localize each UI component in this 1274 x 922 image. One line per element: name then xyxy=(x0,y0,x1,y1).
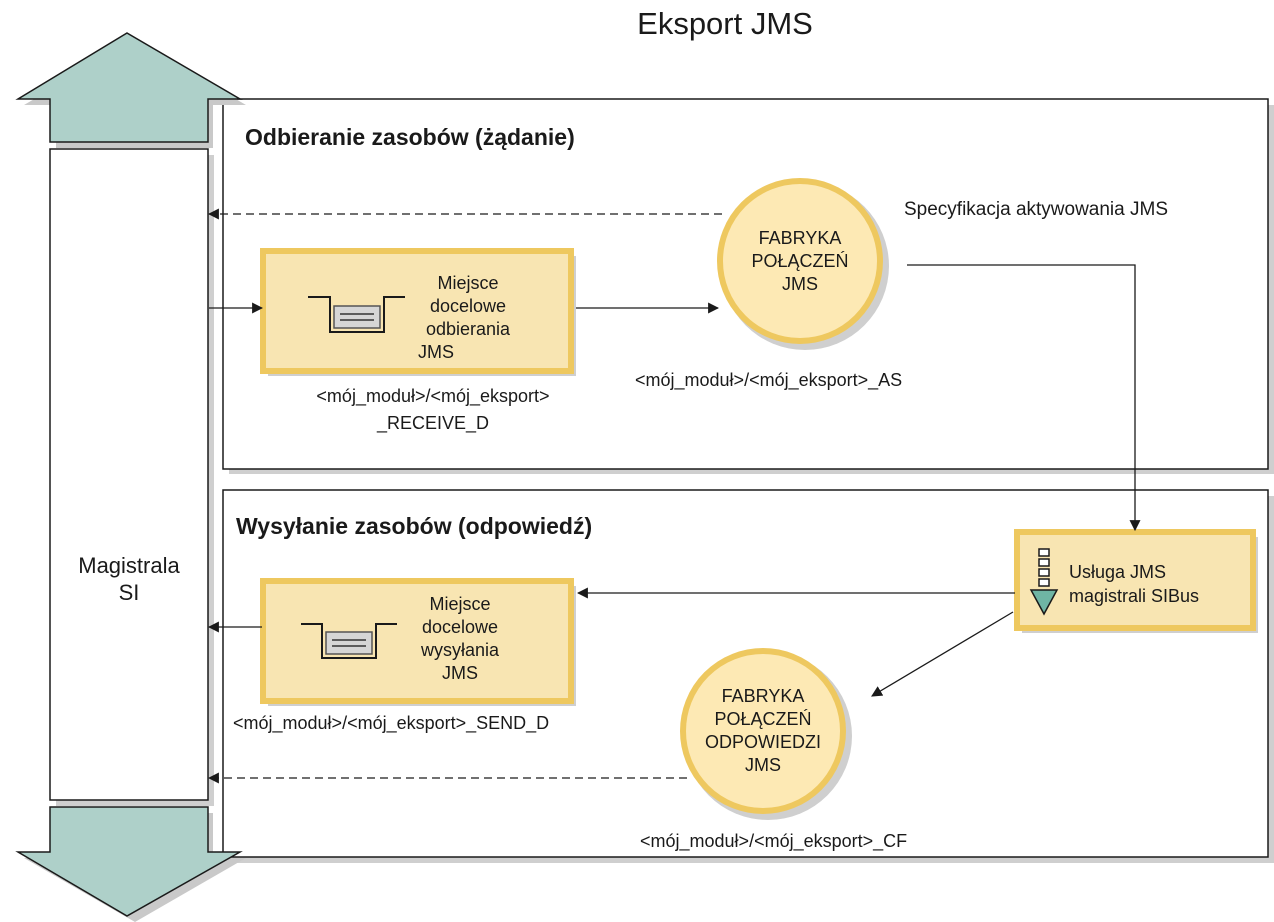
diagram-title: Eksport JMS xyxy=(637,6,813,41)
send-destination-line: docelowe xyxy=(421,617,499,637)
receive-destination-box xyxy=(260,248,574,374)
response-factory-label: FABRYKA POŁĄCZEŃ ODPOWIEDZI JMS xyxy=(686,656,840,806)
request-factory-label: FABRYKA POŁĄCZEŃ JMS xyxy=(723,186,877,336)
send-destination-label: Miejsce docelowe wysyłania JMS xyxy=(390,593,530,685)
response-factory-line: JMS xyxy=(745,755,781,775)
queue-icon xyxy=(301,623,397,659)
connector-sibus-to-response-factory xyxy=(871,611,1014,697)
request-factory-name: <mój_moduł>/<mój_eksport>_AS xyxy=(635,370,903,390)
request-factory-line: FABRYKA xyxy=(758,227,842,248)
response-factory-circle xyxy=(680,648,846,814)
response-factory-line: POŁĄCZEŃ xyxy=(714,709,812,729)
response-factory-line: ODPOWIEDZI xyxy=(705,732,821,752)
sibus-service-box xyxy=(1014,529,1256,631)
bus-label-line2: SI xyxy=(118,580,140,605)
response-factory-name: <mój_moduł>/<mój_eksport>_CF xyxy=(640,831,908,851)
bus-label: Magistrala SI xyxy=(50,552,208,606)
request-panel-title: Odbieranie zasobów (żądanie) xyxy=(245,124,575,150)
receive-destination-name: <mój_moduł>/<mój_eksport> _RECEIVE_D xyxy=(258,385,608,434)
request-factory-circle xyxy=(717,178,883,344)
bus-label-line1: Magistrala xyxy=(78,553,180,578)
receive-destination-name-line2: _RECEIVE_D xyxy=(376,413,490,433)
send-destination-line: JMS xyxy=(442,663,478,683)
receive-destination-label: Miejsce docelowe odbierania JMS xyxy=(398,272,538,364)
sibus-queue-arrow-icon xyxy=(1029,548,1059,616)
request-factory-line: JMS xyxy=(782,273,818,294)
sibus-service-line2: magistrali SIBus xyxy=(1069,586,1200,606)
send-destination-box xyxy=(260,578,574,704)
bus-down-arrow xyxy=(15,806,243,917)
receive-destination-name-line1: <mój_moduł>/<mój_eksport> xyxy=(316,386,550,406)
bus-up-arrow xyxy=(15,32,243,143)
bus-bar xyxy=(49,148,209,801)
receive-destination-line: Miejsce xyxy=(437,273,499,293)
receive-destination-line: docelowe xyxy=(429,296,507,316)
sibus-service-label: Usługa JMS magistrali SIBus xyxy=(1069,560,1199,608)
connector-factory-to-sibus xyxy=(907,264,1141,532)
receive-destination-line: odbierania xyxy=(425,319,511,339)
send-destination-line: Miejsce xyxy=(429,594,491,614)
send-destination-line: wysyłania xyxy=(420,640,500,660)
send-destination-name: <mój_moduł>/<mój_eksport>_SEND_D xyxy=(233,713,550,733)
sibus-service-line1: Usługa JMS xyxy=(1069,562,1167,582)
queue-icon xyxy=(308,296,405,333)
activation-spec-label: Specyfikacja aktywowania JMS xyxy=(904,199,1168,220)
receive-destination-line: JMS xyxy=(418,342,454,362)
request-factory-line: POŁĄCZEŃ xyxy=(751,250,849,271)
response-panel-title: Wysyłanie zasobów (odpowiedź) xyxy=(236,513,593,539)
response-factory-line: FABRYKA xyxy=(721,686,805,706)
